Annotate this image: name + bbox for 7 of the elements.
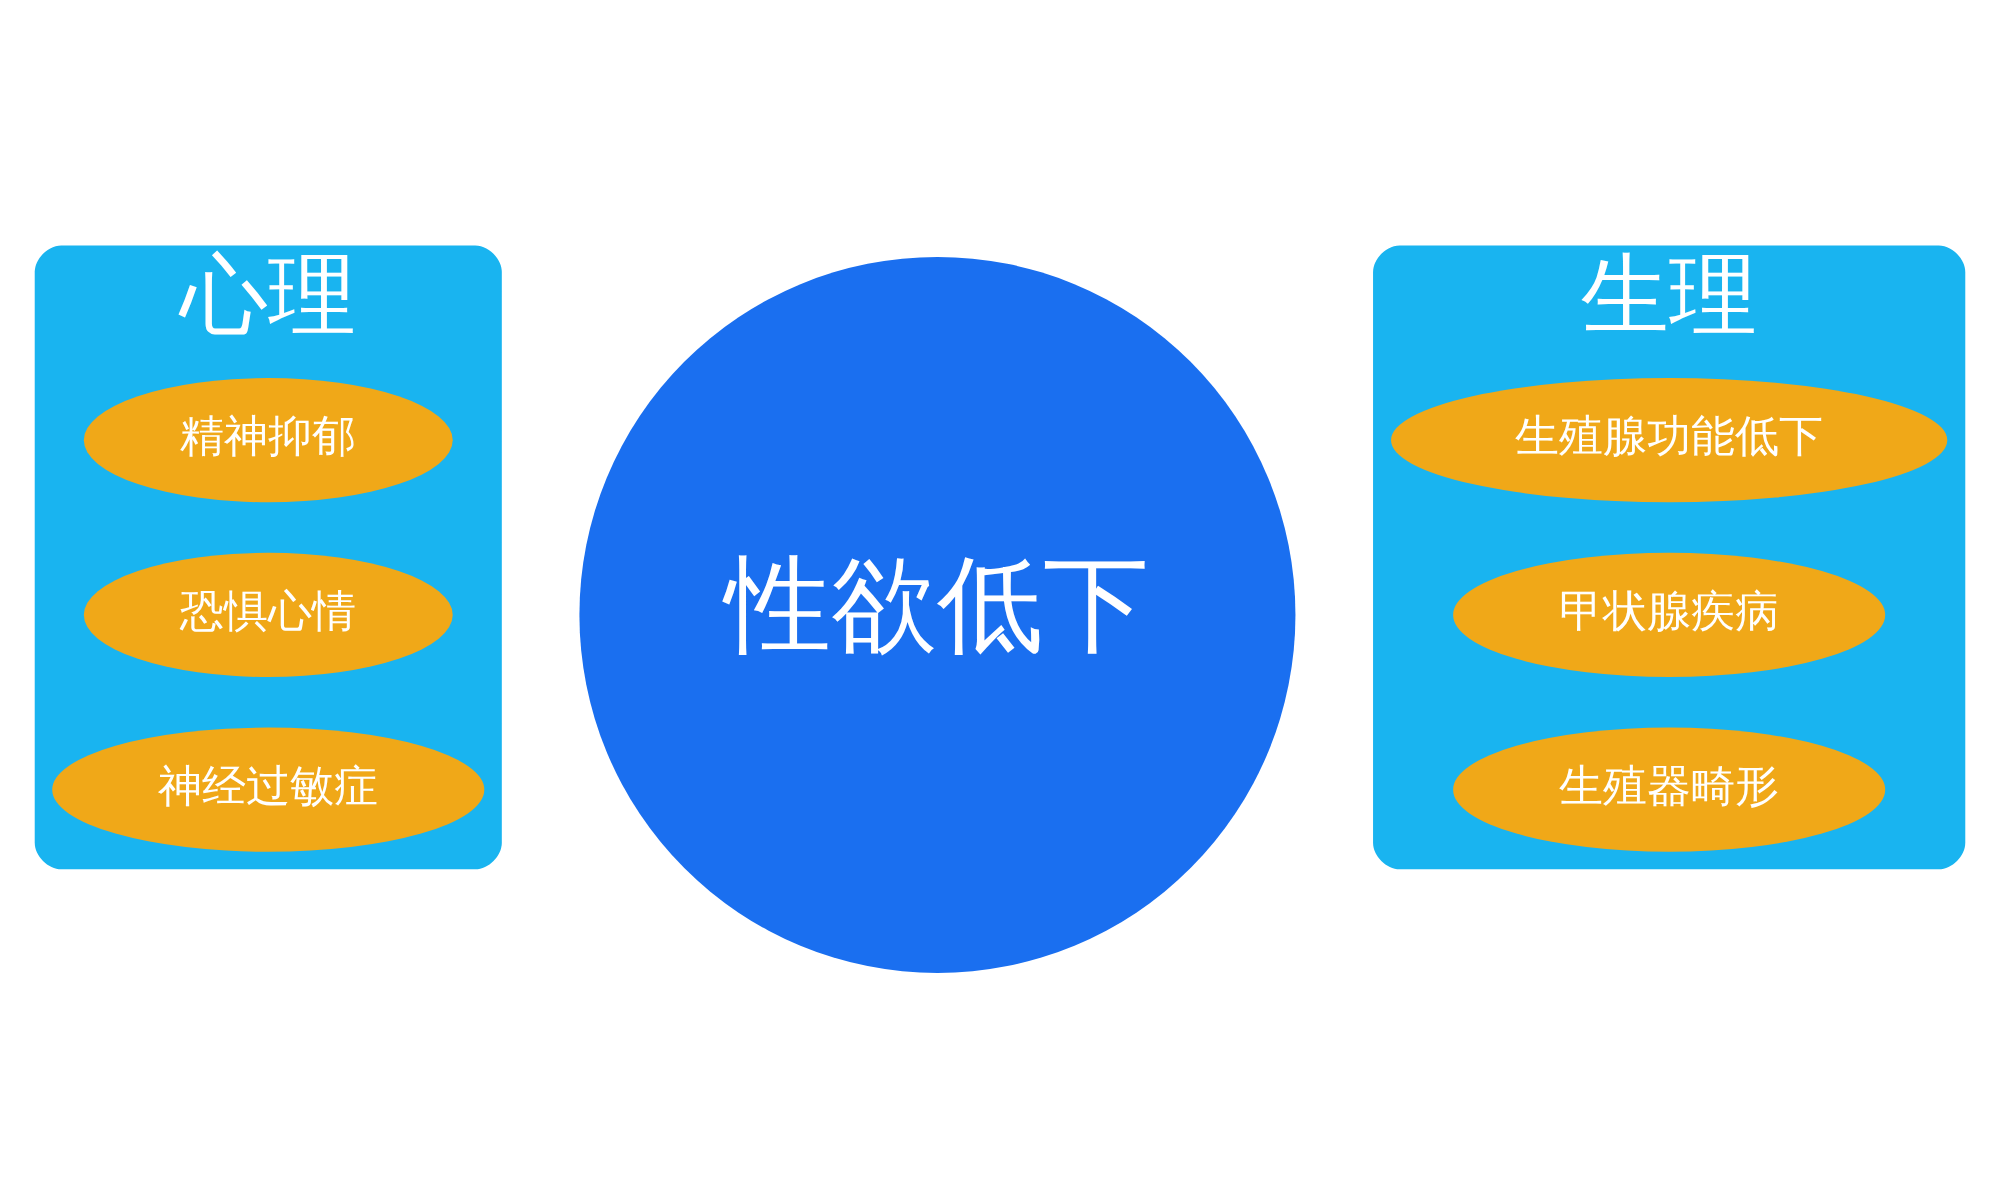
node-ellipse: 恐惧心情 [83,552,453,677]
node-ellipse: 神经过敏症 [52,727,485,852]
node-ellipse: 精神抑郁 [83,377,453,502]
node-ellipse: 生殖器畸形 [1453,727,1886,852]
node-circle: 性欲低下 [579,256,1296,973]
node-ellipse: 生殖腺功能低下 [1391,377,1948,502]
node-ellipse: 甲状腺疾病 [1453,552,1886,677]
